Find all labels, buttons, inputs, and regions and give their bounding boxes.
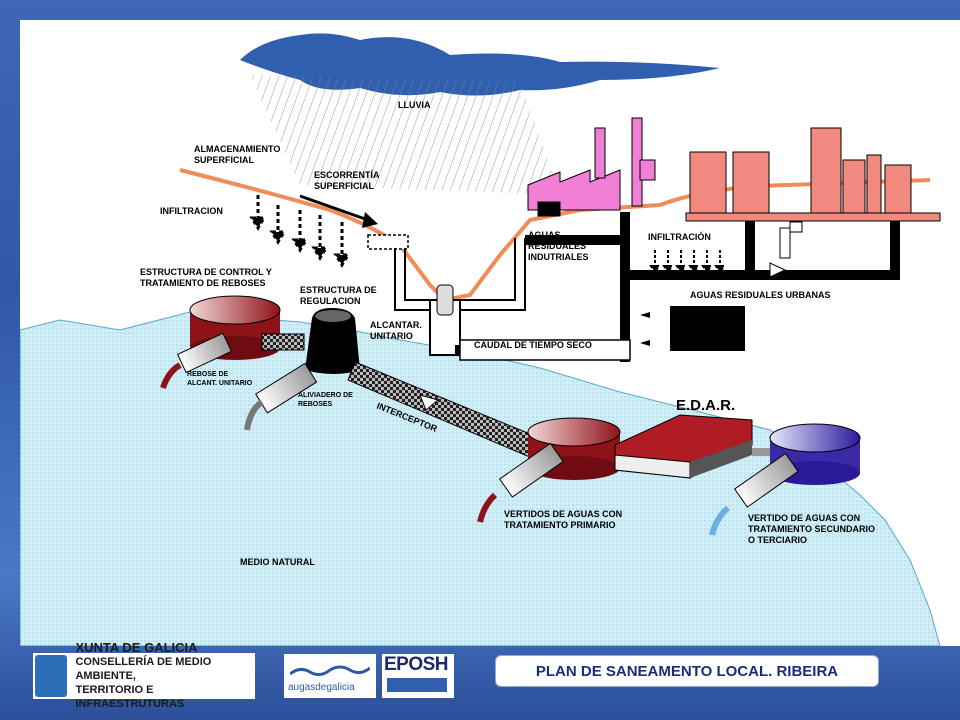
augas-logo: augasdegalicia <box>284 654 376 698</box>
label-estructura-control-1: ESTRUCTURA DE CONTROL Y <box>140 267 272 277</box>
plan-title-box: PLAN DE SANEAMENTO LOCAL. RIBEIRA <box>495 655 879 687</box>
label-alcantar-2: UNITARIO <box>370 331 413 341</box>
label-vertidos-primario-2: TRATAMIENTO PRIMARIO <box>504 520 616 530</box>
label-infiltracion-left: INFILTRACION <box>160 206 223 216</box>
regulation-structure <box>305 308 360 374</box>
saneamiento-diagram: LLUVIA ALMACENAMIENTO SUPERFICIAL ESCORR… <box>19 33 941 647</box>
flow-arrow-urbanas <box>769 262 787 278</box>
diagram-panel: LLUVIA ALMACENAMIENTO SUPERFICIAL ESCORR… <box>19 20 960 647</box>
overflow-discharge-1 <box>160 362 182 389</box>
primary-outlet-pipe <box>498 442 564 498</box>
label-vertido-secundario-2: TRATAMIENTO SECUNDARIO <box>748 524 875 534</box>
xunta-line2: CONSELLERÍA DE MEDIO AMBIENTE, <box>75 656 212 682</box>
xunta-line3: TERRITORIO E INFRAESTRUTURAS <box>75 684 185 710</box>
galicia-shield-icon <box>35 655 68 697</box>
label-aguas-residuales-urbanas: AGUAS RESIDUALES URBANAS <box>690 290 831 300</box>
label-estructura-control-2: TRATAMIENTO DE REBOSES <box>140 278 266 288</box>
augas-label: augasdegalicia <box>288 682 355 693</box>
eposh-label: EPOSH <box>384 654 449 675</box>
label-aguas-residuales-ind-3: INDUTRIALES <box>528 252 589 262</box>
infiltration-arrows-left <box>249 195 351 268</box>
interceptor-arrow <box>419 394 440 411</box>
label-rebose-1: REBOSE DE <box>187 371 229 378</box>
label-aliviadero-1: ALIVIADERO DE <box>298 392 353 399</box>
surface-drain <box>367 234 409 250</box>
secondary-outlet-pipe <box>733 452 799 508</box>
label-estructura-regulacion-1: ESTRUCTURA DE <box>300 285 377 295</box>
edar-connector <box>752 448 774 456</box>
label-escorrentia-2: SUPERFICIAL <box>314 181 375 191</box>
label-lluvia: LLUVIA <box>398 100 431 110</box>
label-edar: E.D.A.R. <box>676 397 735 414</box>
primary-discharge <box>477 492 498 523</box>
xunta-logo: XUNTA DE GALICIA CONSELLERÍA DE MEDIO AM… <box>33 641 255 710</box>
eposh-subtitle-band <box>387 678 447 692</box>
label-infiltracion-right: INFILTRACIÓN <box>648 231 711 242</box>
wave-icon <box>290 665 370 677</box>
runoff-arrow <box>299 194 378 228</box>
label-vertido-secundario-3: O TERCIARIO <box>748 535 807 545</box>
xunta-text: XUNTA DE GALICIA CONSELLERÍA DE MEDIO AM… <box>75 641 255 711</box>
urban-buildings <box>685 127 941 259</box>
label-escorrentia-1: ESCORRENTÍA <box>314 170 380 180</box>
label-medio-natural: MEDIO NATURAL <box>240 557 315 567</box>
bypass-pipe <box>261 333 305 351</box>
plan-title: PLAN DE SANEAMENTO LOCAL. RIBEIRA <box>535 662 839 680</box>
label-vertido-secundario-1: VERTIDO DE AGUAS CON <box>748 513 860 523</box>
label-aguas-residuales-ind-1: AGUAS <box>528 230 561 240</box>
secondary-discharge <box>709 505 730 536</box>
label-caudal-tiempo-seco: CAUDAL DE TIEMPO SECO <box>474 340 592 350</box>
label-aguas-residuales-ind-2: RESIDUALES <box>528 241 586 251</box>
edar-block <box>614 414 753 479</box>
factory <box>527 117 656 217</box>
xunta-line1: XUNTA DE GALICIA <box>75 640 198 655</box>
rain-area <box>250 75 560 195</box>
eposh-logo: EPOSH <box>382 654 454 698</box>
label-rebose-2: ALCANT. UNITARIO <box>187 380 253 387</box>
dry-flow-channel <box>459 339 631 361</box>
overflow-discharge-2 <box>244 399 264 431</box>
overflow-pipe-1 <box>176 332 233 374</box>
pump-arrows <box>640 312 650 346</box>
label-almacenamiento-1: ALMACENAMIENTO <box>194 144 280 154</box>
infiltration-arrows-right <box>649 250 726 274</box>
label-almacenamiento-2: SUPERFICIAL <box>194 155 255 165</box>
label-estructura-regulacion-2: REGULACION <box>300 296 361 306</box>
sewer-manhole <box>436 284 454 316</box>
label-vertidos-primario-1: VERTIDOS DE AGUAS CON <box>504 509 622 519</box>
label-alcantar-1: ALCANTAR. <box>370 320 422 330</box>
label-aliviadero-2: REBOSES <box>298 401 333 408</box>
